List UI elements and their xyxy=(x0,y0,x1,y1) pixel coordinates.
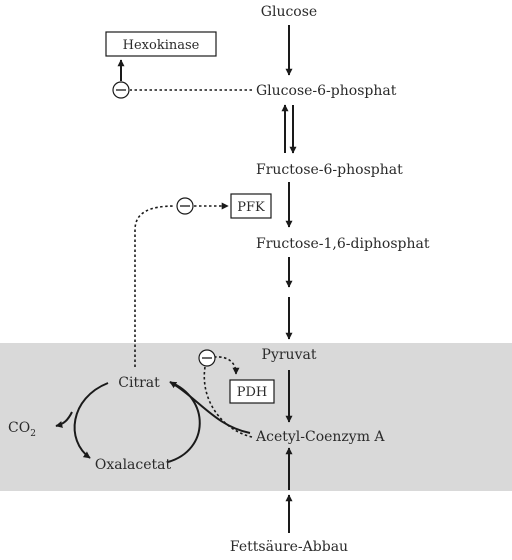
inhibition-line-acetylcoa-pdh xyxy=(203,366,253,438)
label-fructose-1-6-diphosphat: Fructose-1,6-diphosphat xyxy=(256,236,430,252)
label-acetyl-coenzym-a: Acetyl-Coenzym A xyxy=(255,429,385,445)
pdh-box: PDH xyxy=(229,379,275,404)
inhibition-line-citrat-pfk xyxy=(134,205,176,367)
pdh-label: PDH xyxy=(237,385,268,400)
mitochondrion-band xyxy=(0,343,512,491)
label-citrat: Citrat xyxy=(118,375,160,391)
arrow-to-co2 xyxy=(55,411,73,428)
arrow-acetylcoa-to-citrat xyxy=(169,381,251,434)
label-fructose-6-phosphat: Fructose-6-phosphat xyxy=(256,162,403,178)
arrow-citrat-to-oxalacetat xyxy=(73,382,109,459)
inhibition-symbol-pfk xyxy=(176,197,194,215)
arrow-oxalacetat-to-citrat xyxy=(167,381,201,463)
label-glucose: Glucose xyxy=(261,4,317,20)
inhibition-symbol-hexokinase xyxy=(112,81,130,99)
label-co2-main: CO xyxy=(8,420,30,436)
pfk-label: PFK xyxy=(237,200,265,215)
label-oxalacetat: Oxalacetat xyxy=(95,457,172,473)
label-glucose-6-phosphat: Glucose-6-phosphat xyxy=(256,83,397,99)
label-pyruvat: Pyruvat xyxy=(262,347,317,363)
label-co2: CO2 xyxy=(8,420,36,439)
inhibition-symbol-pdh xyxy=(198,349,216,367)
hexokinase-label: Hexokinase xyxy=(123,38,200,53)
label-co2-sub: 2 xyxy=(30,429,36,439)
pfk-box: PFK xyxy=(230,193,272,219)
hexokinase-box: Hexokinase xyxy=(105,31,217,57)
label-fettsaeure-abbau: Fettsäure-Abbau xyxy=(230,539,348,555)
inhibition-arrow-pdh xyxy=(213,356,240,375)
